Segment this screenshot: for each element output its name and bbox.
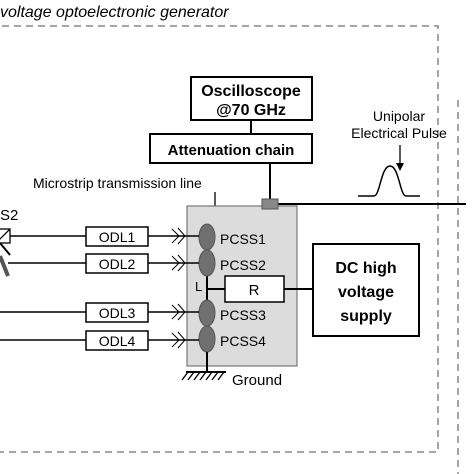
microstrip-label: Microstrip transmission line [33, 175, 202, 191]
odl4-label: ODL4 [99, 333, 136, 349]
attenuation-box [149, 133, 313, 164]
diagram-title: voltage optoelectronic generator [0, 4, 229, 21]
pcss1-label: PCSS1 [220, 231, 266, 247]
generator-dashed-frame [0, 25, 439, 453]
pulse-label-line1: Unipolar [373, 108, 425, 124]
odl1-label: ODL1 [99, 229, 136, 245]
pcss4-label: PCSS4 [220, 333, 266, 349]
odl3-label: ODL3 [99, 305, 136, 321]
pcss4-switch [198, 325, 216, 353]
s2-mirror-diagonal [0, 228, 11, 240]
output-connector [261, 198, 279, 210]
ground-label: Ground [232, 372, 282, 389]
oscilloscope-label: Oscilloscope [201, 83, 301, 100]
dc-supply-line1: DC high [335, 260, 396, 277]
pulse-label-line2: Electrical Pulse [351, 125, 447, 141]
s2-mirror-bottom [0, 255, 10, 277]
resistor-box [224, 275, 285, 303]
pcss2-switch [198, 249, 216, 277]
pcss3-switch [198, 299, 216, 327]
pcss2-label: PCSS2 [220, 257, 266, 273]
inductor-label: L [195, 279, 202, 294]
odl2-label: ODL2 [99, 256, 136, 272]
dc-supply-line3: supply [340, 308, 392, 325]
pcss1-switch [198, 223, 216, 251]
resistor-label: R [249, 282, 260, 299]
laser-beam-arrows [171, 227, 186, 349]
pulse-arrow-head [396, 163, 404, 171]
pcss3-label: PCSS3 [220, 307, 266, 323]
oscilloscope-bandwidth: @70 GHz [216, 102, 286, 119]
attenuation-label: Attenuation chain [168, 142, 295, 159]
ground-hatch [181, 371, 225, 381]
dc-supply-box [312, 243, 420, 337]
dc-supply-line2: voltage [338, 284, 394, 301]
unipolar-pulse-waveform [358, 165, 420, 197]
s2-label: S2 [0, 207, 18, 224]
s2-beam [0, 242, 11, 256]
